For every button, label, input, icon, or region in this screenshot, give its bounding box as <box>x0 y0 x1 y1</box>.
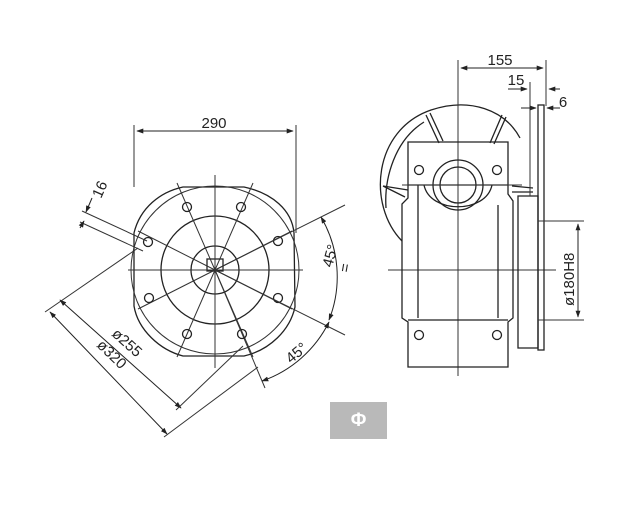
mount-hole <box>491 164 503 176</box>
angle-text-right: 45° <box>319 243 341 269</box>
bolt-hole <box>142 236 154 248</box>
bolt-hole <box>181 201 193 213</box>
dim-text-15: 15 <box>508 72 525 89</box>
dim-text-290: 290 <box>201 115 226 132</box>
flange-outline <box>133 186 296 357</box>
gearbox-disc <box>379 104 521 242</box>
bolt-hole <box>235 201 247 213</box>
dim-text-6: 6 <box>559 94 567 111</box>
angle-arc-right <box>320 216 338 321</box>
angle-text-equal: = <box>336 262 354 274</box>
variant-badge-button[interactable]: Φ <box>330 402 387 439</box>
mount-hole <box>413 329 425 341</box>
dim-text-155: 155 <box>487 52 512 69</box>
output-flange <box>517 195 539 349</box>
angle-arc-bottom <box>261 321 330 382</box>
front-view: 290 16 ø255 ø320 45° = 45° <box>44 115 355 438</box>
bolt-hole <box>143 292 155 304</box>
side-view: 155 15 6 ø180H8 <box>379 52 584 376</box>
bolt-hole <box>236 328 248 340</box>
angle-text-bottom: 45° <box>283 339 311 367</box>
bolt-holes <box>142 201 284 340</box>
mount-hole <box>491 329 503 341</box>
dim-line-320 <box>49 311 168 435</box>
dim-text-16: 16 <box>89 178 111 200</box>
gearbox-body <box>401 141 514 368</box>
bolt-hole <box>272 292 284 304</box>
bolt-hole <box>181 328 193 340</box>
dim-text-180: ø180H8 <box>561 253 578 306</box>
mount-hole <box>413 164 425 176</box>
